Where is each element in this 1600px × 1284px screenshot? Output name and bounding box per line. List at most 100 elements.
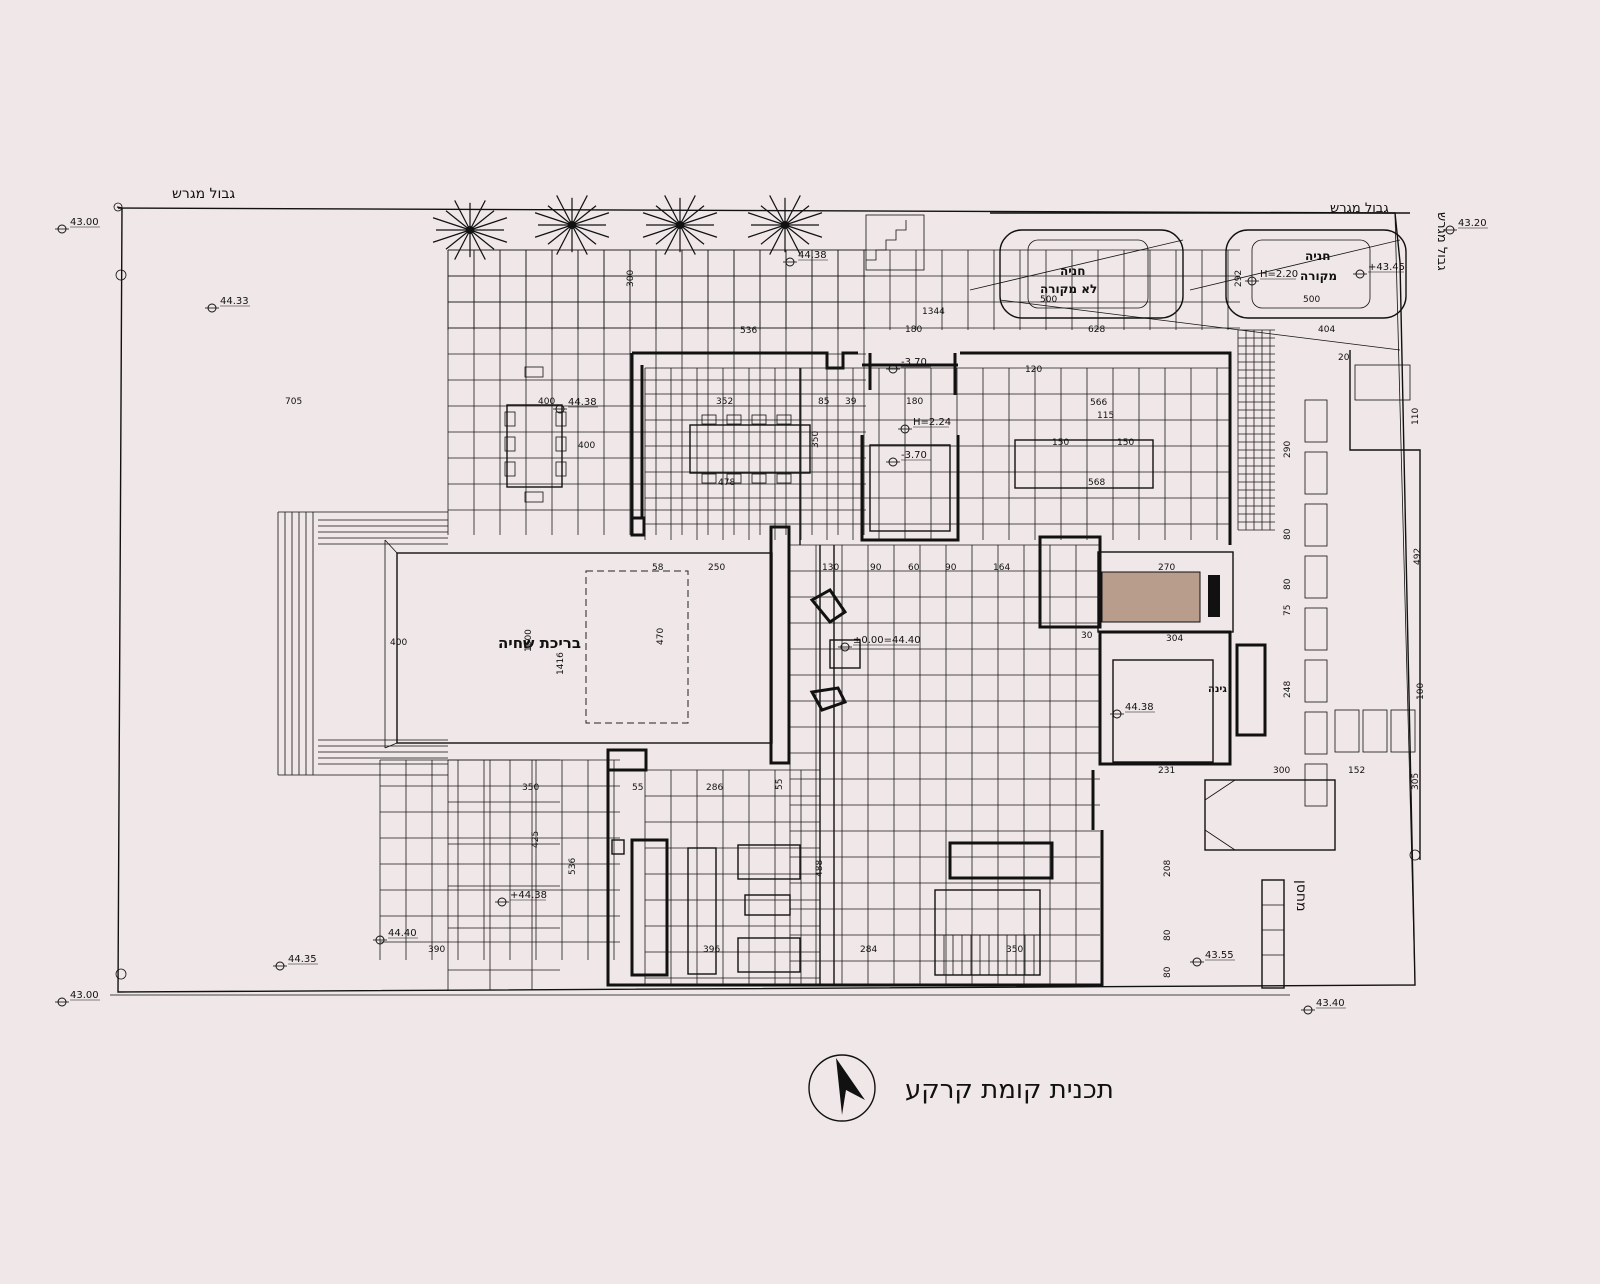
parking-covered-line1: חניה: [1305, 249, 1330, 263]
dimension-label: 292: [1234, 270, 1244, 287]
level-marker: ±0.00=44.40: [838, 635, 921, 652]
dimension-label: 1344: [922, 307, 945, 317]
dimension-label: 248: [1283, 681, 1293, 698]
palm-tree-4: [747, 195, 823, 255]
dimension-label: 100: [1416, 683, 1426, 700]
palm-tree-1: [432, 200, 508, 260]
north-stairs: [865, 214, 925, 271]
level-marker: +43.45: [1353, 262, 1405, 279]
boundary-label-east-top: גבול מגרש: [1330, 201, 1389, 216]
dimension-label: 286: [706, 783, 723, 793]
level-marker: 44.38: [1110, 702, 1155, 719]
level-value: 43.00: [70, 217, 99, 228]
interior-floor-grid: [644, 367, 1230, 985]
dimension-label: 492: [1413, 548, 1423, 565]
dimension-label: 164: [993, 563, 1010, 573]
level-value: ±0.00=44.40: [853, 635, 921, 646]
dimension-label: 290: [1283, 441, 1293, 458]
dimension-label: 1416: [556, 652, 566, 675]
dimension-label: 150: [1117, 438, 1134, 448]
plot-boundary: [110, 202, 1421, 996]
dimension-label: 115: [1097, 411, 1114, 421]
level-marker: 44.38: [783, 250, 828, 267]
dimension-label: 80: [1283, 578, 1293, 590]
level-value: H=2.20: [1260, 269, 1298, 280]
level-value: 43.40: [1316, 998, 1345, 1009]
level-value: 43.55: [1205, 950, 1234, 961]
north-arrow: צ: [808, 1054, 876, 1122]
level-value: 43.00: [70, 990, 99, 1001]
parking-covered-line2: מקורה: [1300, 269, 1337, 283]
level-value: 44.40: [388, 928, 417, 939]
dimension-label: 536: [740, 326, 757, 336]
dimension-label: 396: [703, 945, 720, 955]
pool-label: בריכת שחיה: [498, 634, 581, 652]
level-marker: 44.35: [273, 954, 318, 971]
garden-label: גינה: [1208, 684, 1227, 695]
dimension-label: 350: [1006, 945, 1023, 955]
level-value: 44.33: [220, 296, 249, 307]
level-markers: 43.00 43.00 44.33 44.38 43.20 +43.45 44.38 44.3…: [55, 217, 1488, 1015]
level-value: 44.38: [568, 397, 597, 408]
swimming-pool: [384, 525, 791, 765]
level-marker: +44.38: [495, 890, 547, 907]
level-value: H=2.24: [913, 417, 951, 428]
dimension-label: 152: [1348, 766, 1365, 776]
dimension-label: 400: [538, 397, 555, 407]
dimension-label: 80: [1163, 929, 1173, 941]
dimension-label: 90: [945, 563, 957, 573]
level-marker: 44.40: [373, 928, 418, 945]
dimension-label: 400: [578, 441, 595, 451]
level-marker: 43.00: [55, 990, 100, 1007]
dimension-label: 478: [718, 478, 735, 488]
storage-label: מחסן: [1293, 880, 1309, 912]
dimension-label: 208: [1163, 860, 1173, 877]
dimension-label: 305: [1411, 773, 1421, 790]
north-arrow-mark: צ: [844, 1099, 849, 1109]
dimension-label: 90: [870, 563, 882, 573]
dimension-label: 39: [845, 397, 857, 407]
dimension-label: 628: [1088, 325, 1105, 335]
dimension-label: 304: [1166, 634, 1183, 644]
dimension-label: 180: [906, 397, 923, 407]
dimension-label: 536: [568, 858, 578, 875]
dimension-label: 75: [1283, 605, 1293, 616]
level-value: -3.70: [901, 450, 927, 461]
level-value: -3.70: [901, 357, 927, 368]
level-marker: H=2.24: [898, 417, 951, 434]
dimension-label: 284: [860, 945, 877, 955]
plan-labels: גבול מגרש גבול מגרש גבול מגרש בריכת שחיה…: [172, 186, 1449, 1105]
dimension-label: 130: [822, 563, 839, 573]
dimension-label: 500: [1303, 295, 1320, 305]
pool-deck-steps: [277, 511, 448, 776]
dimension-label: 300: [1273, 766, 1290, 776]
dimension-label: 55: [775, 779, 785, 790]
level-value: +44.38: [510, 890, 547, 901]
furniture: [504, 366, 1267, 977]
level-value: 44.38: [798, 250, 827, 261]
dimension-label: 568: [1088, 478, 1105, 488]
dimension-label: 20: [1338, 353, 1350, 363]
level-marker: 43.40: [1301, 998, 1346, 1015]
level-marker: 43.00: [55, 217, 100, 234]
level-value: 44.38: [1125, 702, 1154, 713]
dimension-label: 80: [1163, 966, 1173, 978]
dimension-label: 350: [811, 431, 821, 448]
level-marker: 44.33: [205, 296, 250, 313]
service-zone: [1204, 350, 1421, 989]
dimension-label: 270: [1158, 563, 1175, 573]
dimension-label: 300: [626, 270, 636, 287]
palm-trees: [432, 195, 823, 260]
dimension-label: 110: [1411, 408, 1421, 425]
dimension-label: 60: [908, 563, 920, 573]
dimension-label: 350: [522, 783, 539, 793]
dimension-label: 180: [905, 325, 922, 335]
dimension-label: 55: [632, 783, 643, 793]
boundary-label-north: גבול מגרש: [172, 186, 235, 202]
dimension-label: 500: [1040, 295, 1057, 305]
dimension-label: 705: [285, 397, 302, 407]
level-value: 43.20: [1458, 218, 1487, 229]
